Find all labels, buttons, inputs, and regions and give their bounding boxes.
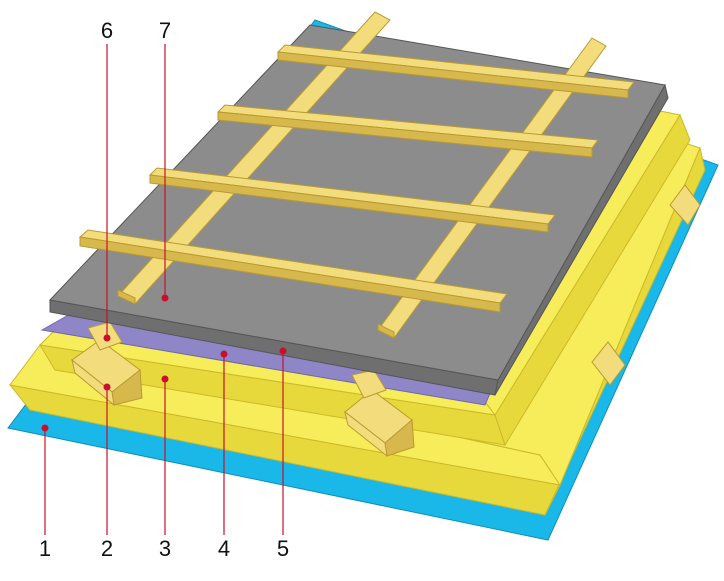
cross-batten-4 [78,229,508,313]
callout-label-6: 6 [101,18,113,43]
cross-batten-3 [148,167,556,233]
rafter-front-right [344,389,415,458]
callout-label-5: 5 [277,536,289,561]
battens-transverse [78,44,635,313]
callout-label-7: 7 [159,18,171,43]
leader-6 [103,44,111,342]
leader-1 [41,424,49,535]
callout-label-1: 1 [39,536,51,561]
rafter-front-left [71,339,143,407]
leader-3 [161,375,169,535]
callout-label-4: 4 [218,536,230,561]
cross-batten-1 [276,44,635,99]
leader-5 [279,347,287,535]
rafter-side-1 [669,184,701,226]
callout-label-2: 2 [101,536,113,561]
rafter-side-2 [591,341,626,386]
callout-leaders [41,44,287,535]
leader-2 [103,383,111,535]
callout-labels: 1 2 3 4 5 6 7 [39,18,289,561]
leader-7 [161,44,169,302]
rafters [71,184,701,458]
leader-4 [220,350,228,535]
callout-label-3: 3 [159,536,171,561]
cross-batten-2 [216,104,599,158]
